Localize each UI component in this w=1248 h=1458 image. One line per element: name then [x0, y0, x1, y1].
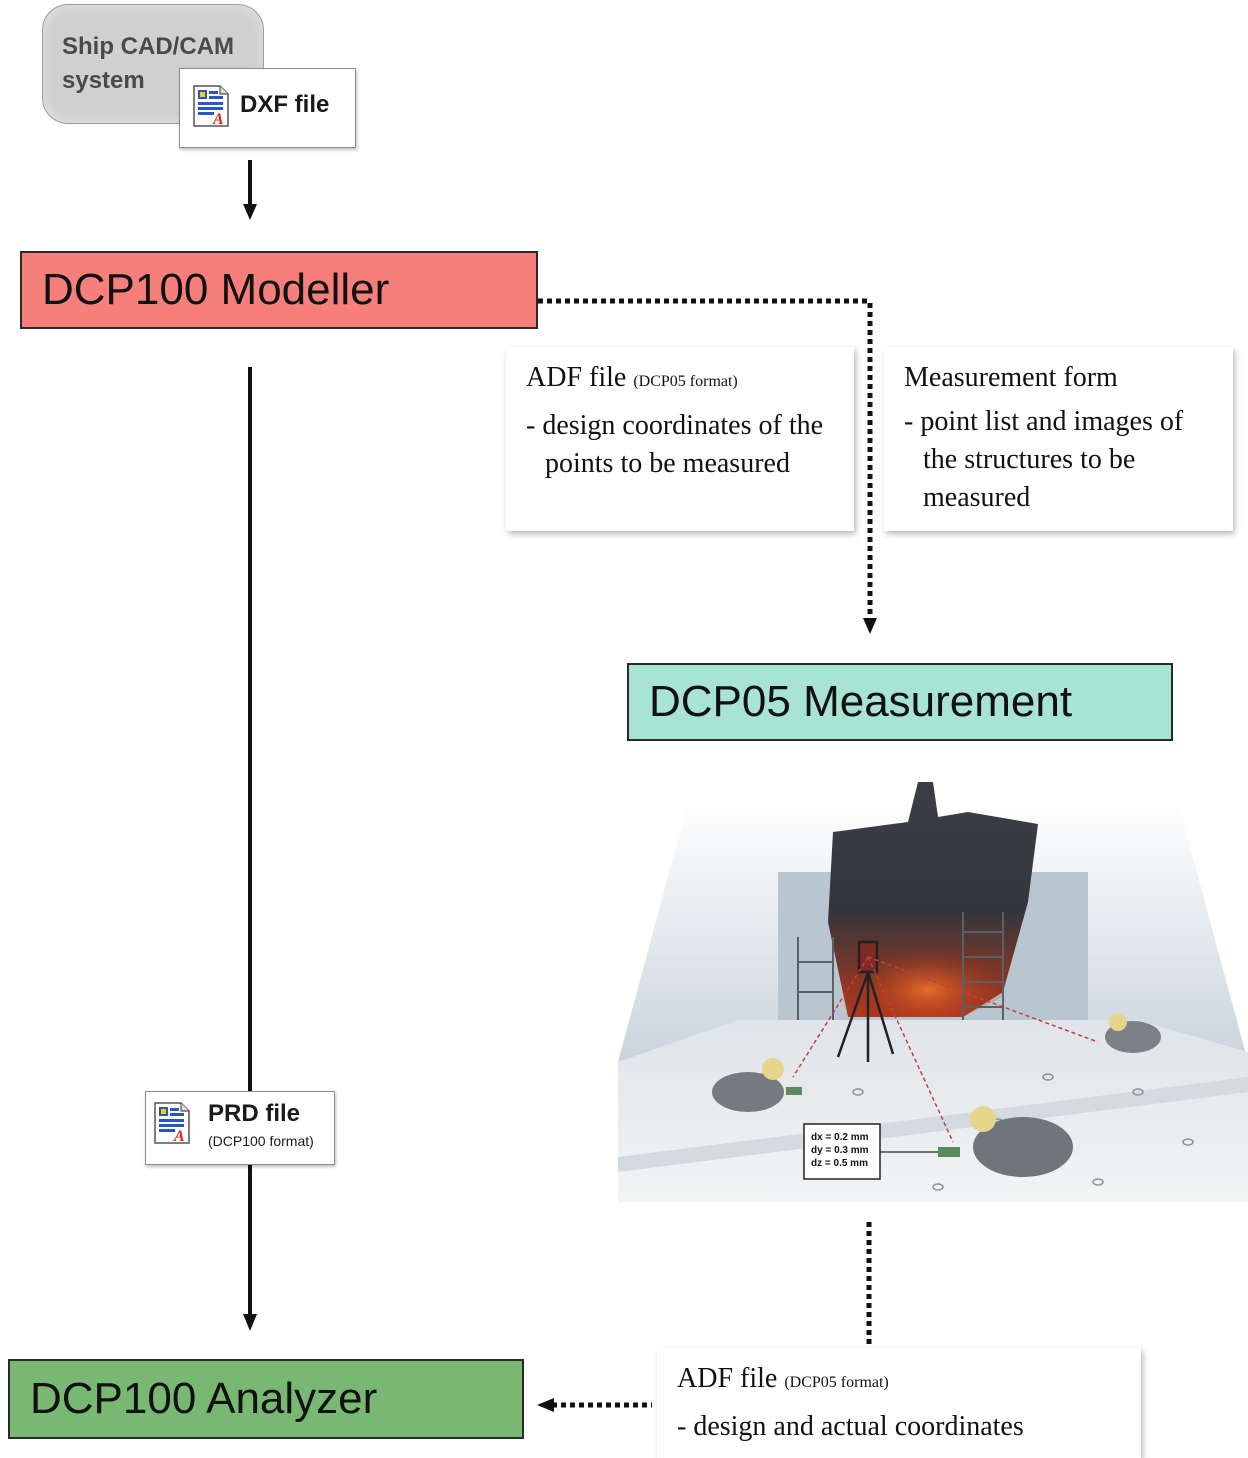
dxf-file-label: DXF file — [240, 91, 330, 118]
adf-file-output-title: ADF file (DCP05 format) — [677, 1363, 889, 1394]
dotted-arrow-output-to-analyzer — [537, 1398, 652, 1412]
dcp100-modeller-label: DCP100 Modeller — [42, 265, 390, 314]
worker-left — [712, 1058, 802, 1112]
dcp100-modeller-box: DCP100 Modeller — [20, 251, 538, 329]
readout-dz: dz = 0.5 mm — [811, 1158, 868, 1169]
arrow-modeller-to-analyzer — [243, 367, 257, 1331]
adf-file-input-title: ADF file (DCP05 format) — [526, 362, 738, 393]
scaffolding — [797, 912, 1004, 1024]
adf-file-output-card: ADF file (DCP05 format) - design and act… — [657, 1348, 1141, 1458]
worker-front — [938, 1106, 1073, 1177]
measurement-form-card: Measurement form - point list and images… — [884, 347, 1233, 531]
deviation-readout: dx = 0.2 mm dy = 0.3 mm dz = 0.5 mm — [803, 1123, 938, 1180]
prd-file-chip: A PRD file (DCP100 format) — [145, 1091, 335, 1165]
readout-dy: dy = 0.3 mm — [811, 1145, 869, 1156]
readout-dx: dx = 0.2 mm — [811, 1132, 869, 1143]
dcp05-measurement-box: DCP05 Measurement — [627, 663, 1173, 741]
dxf-file-chip: A DXF file — [179, 68, 356, 148]
document-icon: A — [153, 1102, 191, 1149]
adf-file-input-format: (DCP05 format) — [633, 373, 738, 390]
shipyard-measurement-illustration: dx = 0.2 mm dy = 0.3 mm dz = 0.5 mm — [618, 782, 1248, 1202]
dotted-arrow-modeller-to-measurement — [538, 298, 877, 634]
dcp100-analyzer-label: DCP100 Analyzer — [30, 1374, 378, 1423]
measurement-form-description: - point list and images of the structure… — [904, 406, 1184, 513]
adf-file-output-description: - design and actual coordinates — [677, 1411, 1024, 1442]
dcp100-analyzer-box: DCP100 Analyzer — [8, 1359, 524, 1439]
adf-file-input-description: - design coordinates of the points to be… — [526, 410, 824, 479]
svg-text:A: A — [173, 1128, 185, 1144]
prd-file-format: (DCP100 format) — [208, 1133, 314, 1149]
adf-file-output-format: (DCP05 format) — [784, 1374, 889, 1391]
laser-beams — [792, 956, 1099, 1143]
document-icon: A — [192, 85, 230, 132]
prd-file-label: PRD file — [208, 1100, 301, 1127]
svg-text:A: A — [212, 111, 224, 127]
dcp05-measurement-label: DCP05 Measurement — [649, 677, 1073, 726]
ship-cad-cam-system-label: Ship CAD/CAM system — [62, 33, 234, 94]
worker-right — [1105, 1013, 1161, 1053]
arrow-cad-to-modeller — [243, 160, 257, 220]
adf-file-input-card: ADF file (DCP05 format) - design coordin… — [506, 347, 854, 531]
measurement-form-title: Measurement form — [904, 362, 1118, 393]
